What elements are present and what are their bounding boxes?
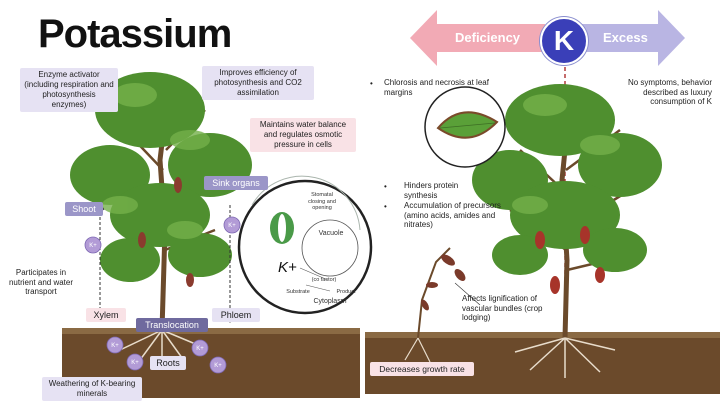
cytoplasm-label: Cytoplasm [313,298,347,305]
participates-label: Participates in nutrient and water trans… [8,268,74,296]
excess-label: Excess [603,30,648,45]
shoot-label: Shoot [65,202,103,216]
chlorosis-label: Chlorosis and necrosis at leaf margins [384,78,489,97]
vacuole-label: Vacuole [318,230,344,237]
magnifier-circle [237,179,373,315]
no-symptoms-label: No symptoms, behavior described as luxur… [627,78,712,106]
hinders-label: Hinders protein synthesis [404,181,459,200]
leaf-icon [436,111,499,139]
k-ion-bubble-icon [84,216,241,374]
sink-organs-label: Sink organs [204,176,268,190]
svg-text:K+: K+ [89,243,97,249]
magnifier-ion: K+ [278,259,297,276]
cofactor-label: (co factor) [311,277,337,283]
product-label: Product [336,289,356,295]
xylem-label: Xylem [86,308,126,322]
wilted-plant [404,247,466,363]
bullet-icon: • [384,202,387,211]
accumulation-label: Accumulation of precursors (amino acids,… [404,201,501,229]
svg-text:K+: K+ [196,346,204,352]
photosynthesis-label: Improves efficiency of photosynthesis an… [202,66,314,100]
translocation-label: Translocation [136,318,208,332]
phloem-label: Phloem [212,308,260,322]
svg-text:K+: K+ [228,223,236,229]
bullet-icon: • [370,79,373,88]
right-tree [472,84,662,378]
svg-text:K+: K+ [214,363,222,369]
substrate-label: Substrate [286,289,310,295]
weathering-label: Weathering of K-bearing minerals [42,377,142,401]
growth-label: Decreases growth rate [370,362,474,376]
deficiency-label: Deficiency [455,30,521,45]
lignification-label: Affects lignification of vascular bundle… [462,294,543,322]
excess-arrow [580,10,685,66]
k-symbol: K [540,17,588,65]
bullet-icon: • [384,182,387,191]
vacuole-circle [301,219,359,277]
water-balance-label: Maintains water balance and regulates os… [250,118,356,152]
deficiency-arrow [410,10,545,66]
roots-label: Roots [150,356,186,370]
enzyme-activator-label: Enzyme activator (including respiration … [20,68,118,112]
page-title: Potassium [38,12,232,56]
svg-text:K+: K+ [111,343,119,349]
stomatal-label: Stomatal closing and opening [308,192,336,211]
svg-text:K+: K+ [131,360,139,366]
